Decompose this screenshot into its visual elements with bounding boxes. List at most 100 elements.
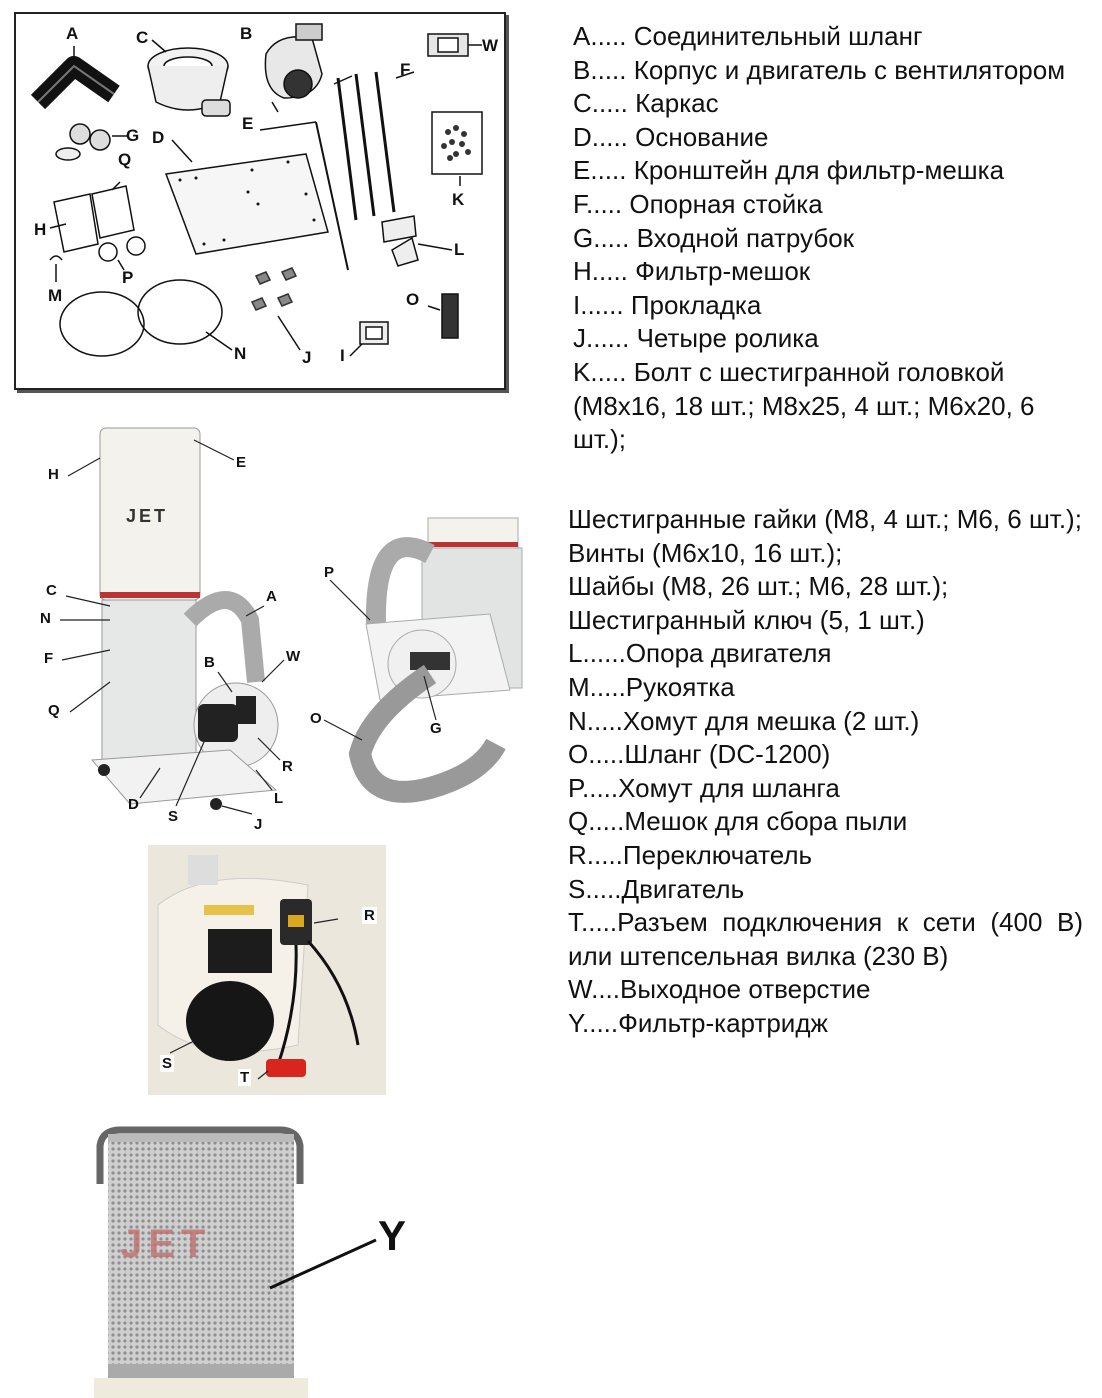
- legend-item-r: R.....Переключатель: [568, 839, 1083, 873]
- label-f: F: [400, 60, 411, 79]
- legend-dots: .....: [590, 54, 627, 85]
- filter-cartridge-photo: JET Y: [80, 1110, 430, 1398]
- legend-item-b: B..... Корпус и двигатель с вентилятором: [573, 54, 1083, 88]
- legend-item-o: O.....Шланг (DC-1200): [568, 738, 1083, 772]
- legend-dots: ......: [580, 289, 624, 320]
- legend-dots: .....: [591, 88, 628, 119]
- legend-key: G: [573, 222, 594, 253]
- legend-item-n: N.....Хомут для мешка (2 шт.): [568, 705, 1083, 739]
- label-f: F: [44, 650, 54, 667]
- legend-dots: .....: [589, 671, 626, 702]
- legend-text: Переключатель: [622, 839, 813, 870]
- legend-item-q: Q.....Мешок для сбора пыли: [568, 805, 1083, 839]
- hose-drawing: [323, 517, 523, 803]
- legend-dots: .....: [590, 356, 627, 387]
- legend-key: Q: [568, 806, 589, 837]
- legend-dots: .....: [581, 907, 618, 938]
- legend-dots: .....: [591, 256, 628, 287]
- legend-dots: .....: [582, 772, 619, 803]
- label-t: T: [238, 1069, 252, 1086]
- legend-key: B: [573, 54, 591, 85]
- parts-overview-drawing: [30, 23, 483, 357]
- switch-drawing: [148, 845, 386, 1095]
- label-j: J: [254, 816, 263, 833]
- legend-item-s: S.....Двигатель: [568, 873, 1083, 907]
- legend-text: Рукоятка: [625, 671, 735, 702]
- jet-logo: JET: [120, 1222, 212, 1266]
- hose-photo: P O G: [310, 514, 530, 814]
- legend-line-nuts: Шестигранные гайки (M8, 4 шт.; M6, 6 шт.…: [568, 504, 1082, 534]
- label-m: M: [48, 286, 63, 305]
- label-i: I: [340, 346, 345, 365]
- legend-dots: .....: [586, 705, 623, 736]
- label-l: L: [454, 240, 465, 259]
- label-g: G: [126, 126, 140, 145]
- legend-text: Основание: [635, 121, 769, 152]
- legend-key: C: [573, 88, 592, 119]
- label-b: B: [240, 24, 253, 43]
- legend-item-e: E..... Кронштейн для фильтр-мешка: [573, 154, 1083, 188]
- legend-key: F: [573, 188, 586, 219]
- legend-dots: ....: [591, 974, 621, 1005]
- jet-logo: JET: [126, 506, 169, 526]
- label-a: A: [66, 24, 79, 43]
- legend-key: E: [573, 155, 591, 186]
- label-w: W: [482, 36, 499, 55]
- legend-key: O: [568, 739, 589, 770]
- legend-text: Прокладка: [630, 289, 762, 320]
- legend-text: Фильтр-мешок: [635, 256, 811, 287]
- legend-text: Хомут для шланга: [618, 772, 840, 803]
- label-o: O: [406, 290, 420, 309]
- legend-item-f: F..... Опорная стойка: [573, 188, 1083, 222]
- assembled-collector-drawing: [60, 427, 285, 815]
- parts-legend: A..... Соединительный шланг B..... Корпу…: [573, 20, 1083, 457]
- parts-overview-diagram: A B C D E F G H I J K L M N O P Q W: [14, 12, 506, 390]
- legend-key: R: [568, 839, 587, 870]
- label-w: W: [286, 648, 300, 665]
- label-y: Y: [378, 1212, 407, 1259]
- legend-item-y: Y.....Фильтр-картридж: [568, 1007, 1083, 1041]
- label-d: D: [152, 128, 165, 147]
- label-p: P: [122, 268, 134, 287]
- legend-text: Входной патрубок: [636, 222, 855, 253]
- legend-item-g: G..... Входной патрубок: [573, 222, 1083, 256]
- label-j: J: [302, 348, 312, 367]
- legend-item-c: C..... Каркас: [573, 87, 1083, 121]
- legend-item-p: P.....Хомут для шланга: [568, 772, 1083, 806]
- label-p: P: [324, 564, 335, 581]
- label-c: C: [136, 28, 149, 47]
- label-h: H: [34, 220, 47, 239]
- legend-item-l: L......Опора двигателя: [568, 637, 1083, 671]
- legend-line-hex-key: Шестигранный ключ (5, 1 шт.): [568, 604, 925, 635]
- legend-line-washers: Шайбы (M8, 26 шт.; M6, 28 шт.);: [568, 571, 949, 602]
- legend-key: N: [568, 705, 587, 736]
- label-c: C: [46, 582, 57, 599]
- legend-key: D: [573, 121, 592, 152]
- legend-text: Четыре ролика: [636, 323, 819, 354]
- legend-text: Шланг (DC-1200): [624, 739, 831, 770]
- legend-item-h: H..... Фильтр-мешок: [573, 255, 1083, 289]
- legend-dots: .....: [590, 21, 627, 51]
- label-e: E: [242, 114, 254, 133]
- legend-dots: ......: [582, 638, 626, 669]
- legend-key: H: [573, 256, 592, 287]
- legend-item-d: D..... Основание: [573, 121, 1083, 155]
- legend-dots: .....: [586, 188, 623, 219]
- legend-dots: .....: [586, 839, 623, 870]
- legend-text: Корпус и двигатель с вентилятором: [633, 54, 1066, 85]
- legend-text: Опорная стойка: [629, 188, 823, 219]
- label-n: N: [234, 344, 247, 363]
- legend-item-m: M.....Рукоятка: [568, 671, 1083, 705]
- label-l: L: [274, 790, 284, 807]
- label-n: N: [40, 610, 51, 627]
- legend-text: Болт с шестигранной головкой (M8x16, 18 …: [573, 356, 1035, 455]
- legend-line-screws: Винты (M6x10, 16 шт.);: [568, 537, 843, 568]
- label-g: G: [430, 720, 442, 737]
- legend-text: Фильтр-картридж: [618, 1007, 828, 1038]
- label-s: S: [168, 808, 179, 825]
- label-h: H: [48, 466, 59, 483]
- legend-dots: .....: [593, 222, 630, 253]
- legend-item-k: K..... Болт с шестигранной головкой (M8x…: [573, 356, 1083, 457]
- legend-key: L: [568, 638, 583, 669]
- label-r: R: [362, 907, 377, 924]
